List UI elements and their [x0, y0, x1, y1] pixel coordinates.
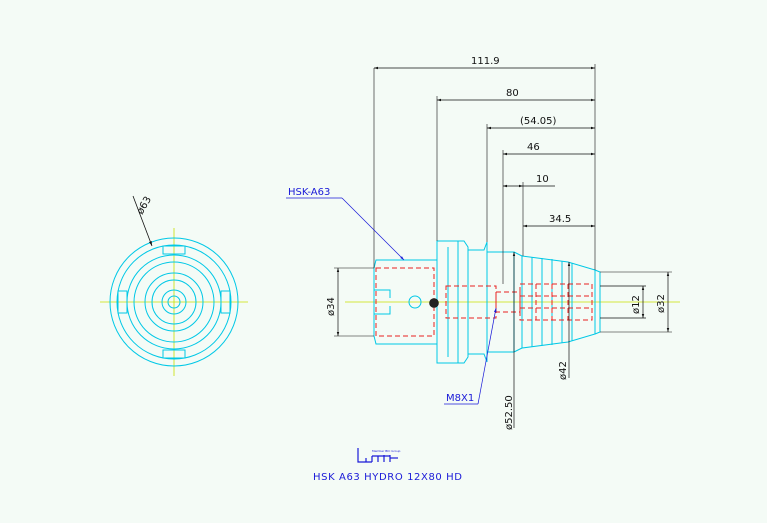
part-title: HSK A63 HYDRO 12X80 HD	[313, 472, 463, 483]
hsk-callout-label: HSK-A63	[288, 187, 330, 198]
side-view: 111.9 80 (54.05) 46 10 34.5 ø34 ø12 ø32 …	[286, 56, 680, 430]
logo-tagline: Member BIC Group	[372, 449, 401, 453]
end-view-dia-63-leader	[132, 195, 153, 247]
dim-dia-42: ø42	[558, 361, 569, 380]
dim-dia-12: ø12	[631, 295, 642, 314]
dia-63-label: ø63	[135, 195, 154, 217]
thread-callout: M8X1	[444, 307, 497, 405]
title-block: Member BIC Group HSK A63 HYDRO 12X80 HD	[313, 448, 463, 483]
dim-length-10: 10	[536, 174, 549, 185]
dim-overall-length: 111.9	[471, 56, 500, 67]
dim-length-34-5: 34.5	[549, 214, 571, 225]
end-view-outline	[109, 237, 239, 367]
dim-length-80: 80	[506, 88, 519, 99]
vertical-dimensions	[336, 252, 670, 428]
thread-callout-label: M8X1	[446, 393, 474, 404]
end-view: ø63	[100, 195, 248, 376]
hsk-callout: HSK-A63	[286, 187, 405, 261]
dim-ref-length: (54.05)	[520, 116, 557, 127]
end-view-centerlines	[100, 228, 248, 376]
dim-dia-52-50: ø52.50	[504, 395, 515, 430]
dim-length-46: 46	[527, 142, 540, 153]
extension-lines	[334, 64, 672, 337]
dim-dia-32: ø32	[656, 294, 667, 313]
side-view-cross-bore	[408, 295, 439, 309]
company-logo	[357, 448, 398, 463]
horizontal-dimensions	[374, 66, 595, 228]
dim-dia-34: ø34	[326, 297, 337, 316]
